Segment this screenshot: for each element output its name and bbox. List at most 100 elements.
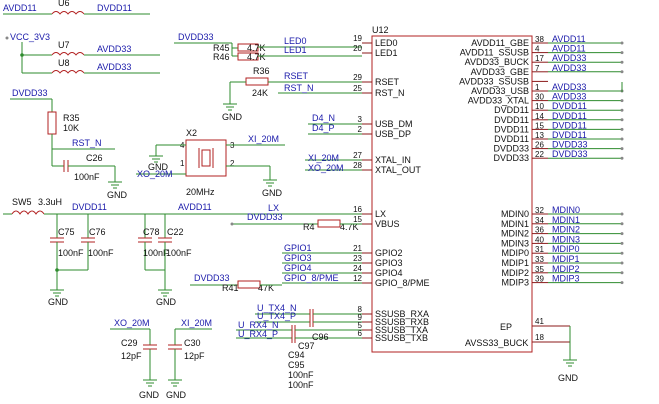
u12-pin-net: MDIP1 [552, 254, 580, 264]
resistor-r35-icon [47, 111, 57, 135]
c95-label: C95 [288, 360, 305, 370]
u12-pin-name: DVDD11 [494, 134, 529, 144]
net-gpio1: GPIO1 [284, 243, 312, 253]
crystal-icon [185, 139, 227, 177]
net-dvdd33-led: DVDD33 [178, 32, 214, 42]
net-urx4p: U_RX4_P [238, 329, 278, 339]
gnd-label: GND [262, 188, 283, 198]
u12-pin-name: AVDD33_GBE [471, 67, 529, 77]
u12-pin-num: 32 [535, 206, 544, 215]
u12-pin-num: 16 [353, 205, 362, 214]
u12-pin-num: 10 [535, 102, 544, 111]
u12-pin-num: 27 [353, 151, 362, 160]
inductor-sw5-icon [11, 210, 45, 215]
u12-pin-net: MDIP3 [552, 274, 580, 284]
u12-pin-name: DVDD33 [493, 144, 529, 154]
net-dvdd33-vbus: DVDD33 [247, 212, 283, 222]
u12-pin-net: AVDD33 [552, 53, 586, 63]
u12-pin-name: SSUSB_TXB [375, 333, 428, 343]
net-utx4n: U_TX4_N [257, 303, 297, 313]
u12-pin-net: DVDD11 [552, 101, 587, 111]
u12-pin-name: AVDD33_SSUSB [459, 76, 529, 86]
net-utx4p: U_TX4_P [257, 311, 296, 321]
c29-value: 12pF [121, 351, 142, 361]
net-dvdd33-r35: DVDD33 [12, 88, 48, 98]
resistor-r41-icon [237, 280, 261, 289]
u12-pin-name: MDIN2 [501, 229, 529, 239]
net-led1: LED1 [284, 45, 307, 55]
u12-pin-num: 30 [535, 93, 544, 102]
u12-pin-name: AVDD33_BUCK [465, 57, 529, 67]
c94-label: C94 [288, 350, 305, 360]
u12-pin-name: GPIO2 [375, 248, 403, 258]
u12-pin-name: XTAL_OUT [375, 165, 421, 175]
u12-pin-num: 25 [353, 84, 362, 93]
net-xo20m-c29: XO_20M [114, 318, 150, 328]
u7-label: U7 [58, 40, 70, 50]
gnd-label: GND [48, 297, 69, 307]
u12-pin-net: MDIP2 [552, 264, 580, 274]
r35-label: R35 [63, 113, 80, 123]
r46-label: R46 [213, 52, 230, 62]
net-xi20m-c30: XI_20M [181, 318, 212, 328]
u12-pin-name: MDIP3 [501, 278, 529, 288]
r36-value: 24K [252, 88, 268, 98]
u12-pin-net: DVDD33 [552, 149, 588, 159]
u12-pin-name: RST_N [375, 88, 405, 98]
net-avdd33-b: AVDD33 [97, 62, 131, 72]
u12-pin-name: GPIO_8/PME [375, 278, 430, 288]
x2-label: X2 [186, 128, 197, 138]
c29-label: C29 [121, 338, 138, 348]
net-led0: LED0 [284, 36, 307, 46]
u12-pin-name: GPIO3 [375, 258, 403, 268]
u12-pin-num: 7 [535, 64, 540, 73]
u12-pin-name: AVDD11_GBE [471, 38, 529, 48]
svg-text:2: 2 [230, 159, 235, 168]
u12-pin-name: LED0 [375, 38, 398, 48]
r4-label: R4 [303, 222, 315, 232]
u12-pin-net: MDIN1 [552, 215, 580, 225]
u12-pin-net: AVDD33 [552, 92, 586, 102]
inductor-u6-icon [51, 11, 85, 15]
c26-label: C26 [86, 153, 103, 163]
u12-pin-num: 26 [535, 141, 544, 150]
r36-label: R36 [253, 66, 270, 76]
net-xo20m-out: XO_20M [308, 163, 344, 173]
u12-pin-name: VBUS [375, 219, 400, 229]
net-rst-n-left: RST_N [72, 138, 102, 148]
net-rset: RSET [284, 71, 309, 81]
net-xi20m-right: XI_20M [248, 134, 279, 144]
u12-pin-name: AVDD33_XTAL [468, 96, 529, 106]
u12-pin-num: 24 [353, 264, 362, 273]
gnd-label: GND [139, 390, 160, 400]
u12-pin-net: MDIP0 [552, 244, 580, 254]
u12-pin-num: 39 [535, 275, 544, 284]
resistor-r36-icon [245, 77, 269, 86]
c96-label: C96 [312, 332, 329, 342]
pin-avss-name: AVSS33_BUCK [465, 338, 528, 348]
net-d4n: D4_N [312, 113, 335, 123]
u12-pin-num: 13 [535, 131, 544, 140]
c30-label: C30 [184, 338, 201, 348]
u12-pin-net: AVDD11 [552, 34, 586, 44]
cap-bank-right: C78 100nF C22 100nF GND [138, 214, 192, 307]
net-vcc: VCC_3V3 [10, 32, 50, 42]
net-dvdd11-mid: DVDD11 [72, 202, 107, 212]
u12-pin-num: 40 [535, 235, 544, 244]
gnd-label: GND [166, 390, 187, 400]
u12-pin-name: USB_DM [375, 119, 413, 129]
u12-pin-net: DVDD33 [552, 140, 588, 150]
u12-pin-num: 33 [535, 255, 544, 264]
net-d4p: D4_P [312, 123, 335, 133]
r35-value: 10K [63, 123, 79, 133]
r4-value: 4.7K [340, 222, 359, 232]
u12-pin-num: 15 [535, 121, 544, 130]
gnd-r36: GND [222, 103, 243, 122]
crystal-x2: X2 20MHz 4 3 1 2 GND XI_20M GND XO_20M [136, 128, 285, 198]
u12-pin-num: 8 [358, 305, 363, 314]
u12-pin-name: SSUSB_TXA [375, 325, 428, 335]
u12-pin-net: MDIN2 [552, 225, 580, 235]
u12-pin-name: AVDD33_USB [471, 86, 529, 96]
